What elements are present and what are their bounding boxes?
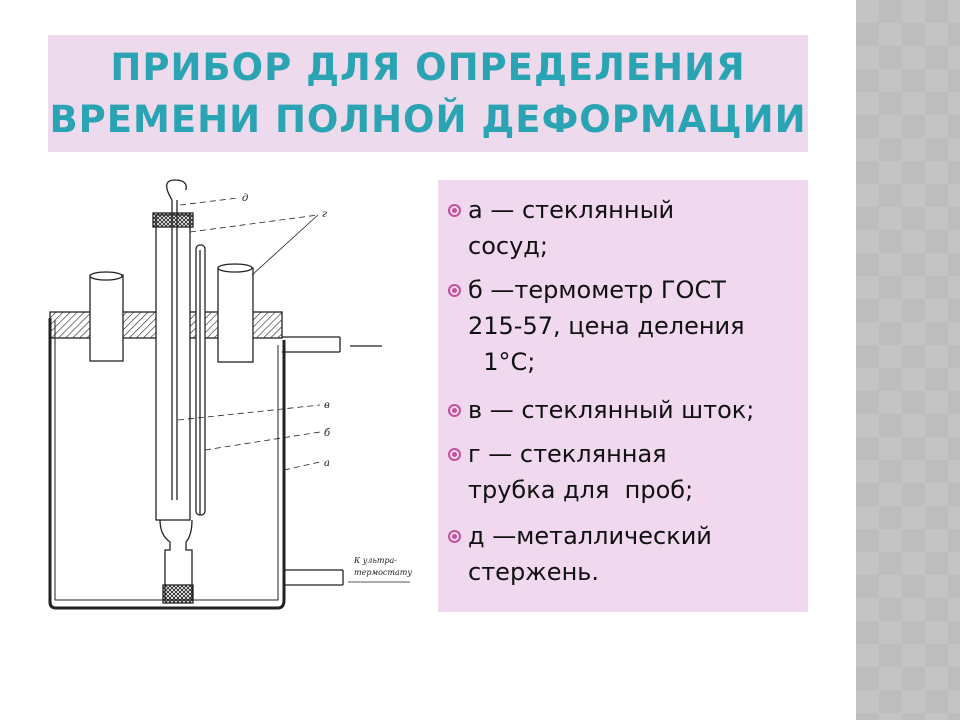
- label-a: а: [324, 458, 330, 469]
- bullet-icon: [448, 204, 461, 217]
- item-text: сосуд;: [468, 232, 548, 260]
- list-item: в — стеклянный шток;: [448, 392, 755, 428]
- support-cylinders: [89, 263, 254, 363]
- item-text: а — стеклянный: [468, 196, 675, 224]
- label-g: г: [322, 209, 327, 220]
- item-text: г — стеклянная: [468, 440, 667, 468]
- label-thermostat-1: К ультра-: [353, 556, 397, 565]
- label-thermostat-2: термостату: [354, 568, 412, 577]
- apparatus-diagram: д г в б а К ультра- термостату: [48, 179, 412, 610]
- bullet-icon: [448, 284, 461, 297]
- sample-tube-g: [152, 212, 194, 604]
- item-text: трубка для проб;: [468, 476, 694, 504]
- item-text: в — стеклянный шток;: [468, 396, 755, 424]
- slide-title-line-2: ВРЕМЕНИ ПОЛНОЙ ДЕФОРМАЦИИ: [49, 97, 807, 141]
- item-text: стержень.: [468, 558, 600, 586]
- bullet-icon: [448, 530, 461, 543]
- item-text: б —термометр ГОСТ: [468, 276, 726, 304]
- list-item: д —металлический стержень.: [448, 518, 712, 590]
- item-text: 215-57, цена деления: [468, 312, 745, 340]
- bullet-icon: [448, 404, 461, 417]
- list-item: б —термометр ГОСТ 215-57, цена деления 1…: [448, 272, 745, 380]
- list-item: г — стеклянная трубка для проб;: [448, 436, 694, 508]
- label-v: в: [324, 400, 330, 411]
- slide-title-line-1: ПРИБОР ДЛЯ ОПРЕДЕЛЕНИЯ: [110, 45, 746, 89]
- legend-list: а — стеклянный сосуд; б —термометр ГОСТ …: [438, 180, 808, 612]
- item-text: 1°С;: [468, 348, 536, 376]
- title-banner: ПРИБОР ДЛЯ ОПРЕДЕЛЕНИЯ ВРЕМЕНИ ПОЛНОЙ ДЕ…: [48, 35, 808, 152]
- item-text: д —металлический: [468, 522, 712, 550]
- bullet-icon: [448, 448, 461, 461]
- label-d: д: [242, 193, 248, 204]
- thermometer-b: [195, 244, 206, 516]
- callout-lines: [177, 197, 410, 583]
- rod-d: [166, 179, 187, 500]
- label-b: б: [324, 428, 331, 439]
- decorative-side-strip: [856, 0, 960, 720]
- list-item: а — стеклянный сосуд;: [448, 192, 675, 264]
